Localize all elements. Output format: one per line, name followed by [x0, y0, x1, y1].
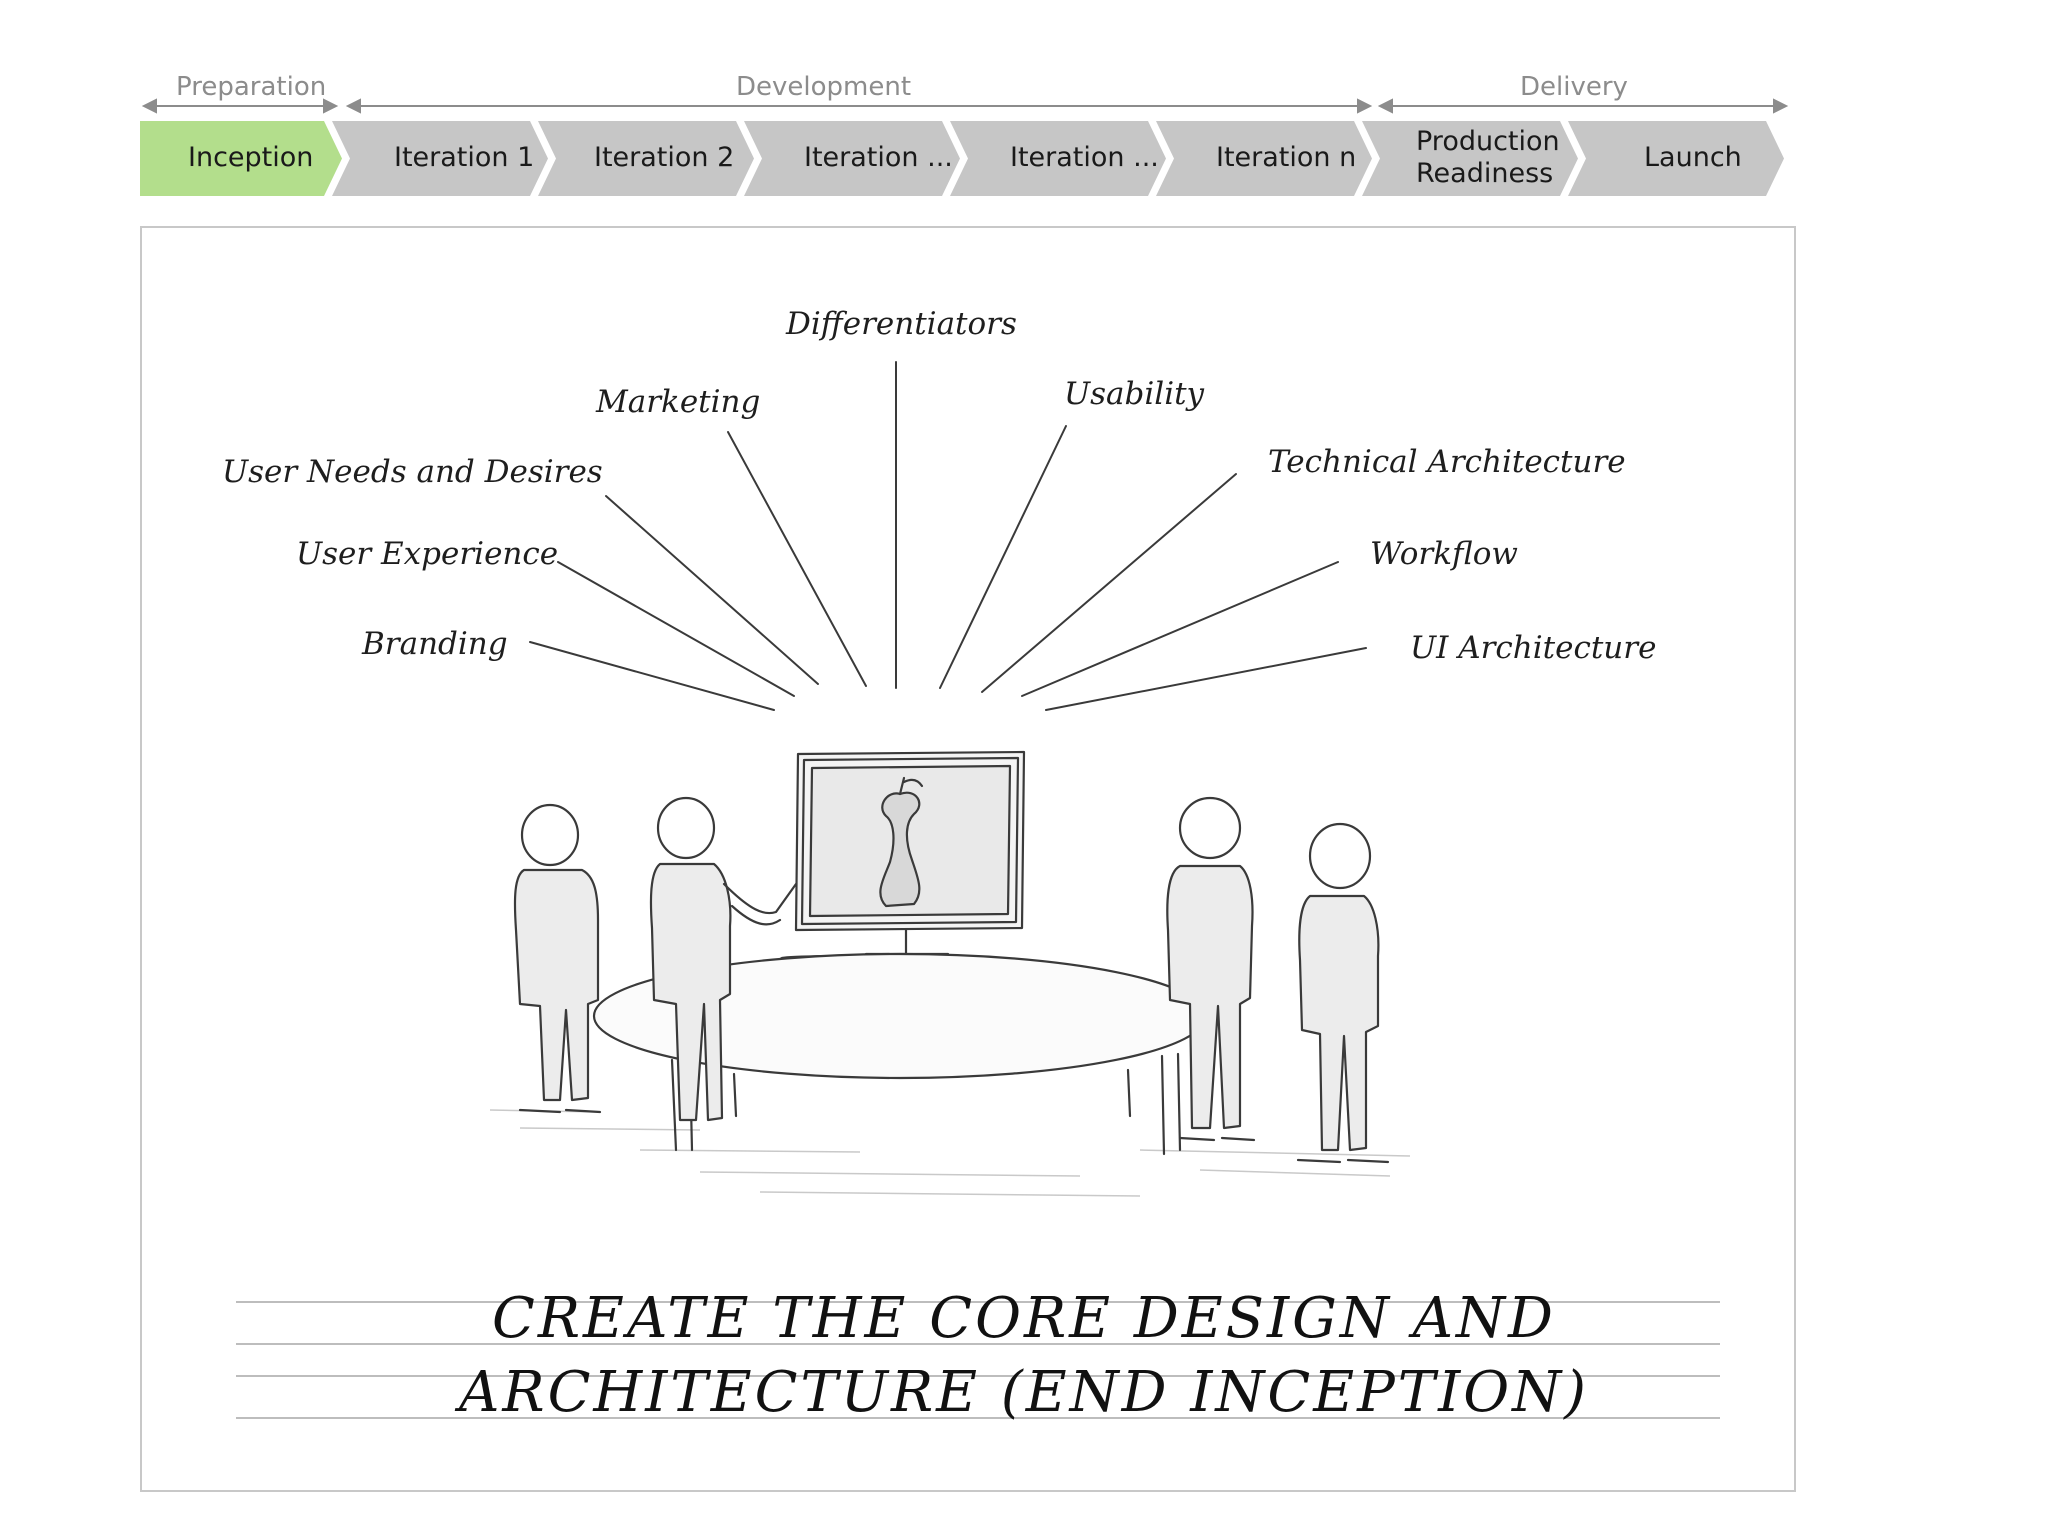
- topic-branding: Branding: [362, 626, 508, 662]
- phase-arrows: [141, 98, 1789, 114]
- topic-ui-architecture: UI Architecture: [1410, 630, 1657, 666]
- title-rules: [236, 1301, 1720, 1419]
- apple-core-icon: [879, 776, 924, 908]
- person-1: [513, 803, 602, 1114]
- chevron-steps: [140, 121, 1784, 196]
- person-2: [649, 796, 798, 1122]
- phase-label-delivery: Delivery: [1520, 72, 1628, 102]
- development-arrow-right-head: [1357, 98, 1373, 114]
- chevron-step-4[interactable]: [744, 121, 960, 196]
- delivery-arrow-right-head: [1773, 98, 1789, 114]
- topic-usability: Usability: [1064, 376, 1205, 412]
- ray-branding: [529, 641, 775, 711]
- chevron-step-2[interactable]: [332, 121, 548, 196]
- ray-workflow: [1021, 561, 1339, 697]
- floor-shading: [489, 1109, 1411, 1197]
- person-4: [1296, 822, 1390, 1164]
- person-3: [1166, 796, 1256, 1142]
- topic-marketing: Marketing: [596, 384, 761, 420]
- preparation-arrow-right-head: [323, 98, 339, 114]
- title-line-1: CREATE THE CORE DESIGN AND: [492, 1286, 1556, 1351]
- chevron-step-5[interactable]: [950, 121, 1166, 196]
- topic-workflow: Workflow: [1370, 536, 1518, 572]
- ray-marketing: [727, 431, 867, 687]
- chevron-step-7[interactable]: [1362, 121, 1578, 196]
- ray-ui-architecture: [1045, 647, 1367, 711]
- preparation-arrow-left-head: [141, 98, 157, 114]
- development-arrow-left-head: [345, 98, 361, 114]
- process-bar: [140, 98, 1789, 196]
- chevron-step-8[interactable]: [1568, 121, 1784, 196]
- chevron-step-3[interactable]: [538, 121, 754, 196]
- phase-label-development: Development: [736, 72, 912, 102]
- phase-label-preparation: Preparation: [176, 72, 327, 102]
- title-line-2: ARCHITECTURE (END INCEPTION): [458, 1360, 1590, 1425]
- topic-technical-architecture: Technical Architecture: [1268, 444, 1626, 480]
- ray-user-experience: [557, 561, 795, 697]
- chevron-step-1[interactable]: [140, 121, 342, 196]
- chevron-step-6[interactable]: [1156, 121, 1372, 196]
- ray-usability: [939, 425, 1067, 689]
- ray-technical-architecture: [981, 473, 1237, 693]
- topic-differentiators: Differentiators: [786, 306, 1017, 342]
- monitor: [794, 750, 1026, 956]
- topic-user-needs: User Needs and Desires: [222, 454, 603, 490]
- ray-user-needs: [605, 495, 819, 685]
- delivery-arrow-left-head: [1377, 98, 1393, 114]
- topic-user-experience: User Experience: [296, 536, 559, 572]
- topic-rays: [529, 361, 1367, 711]
